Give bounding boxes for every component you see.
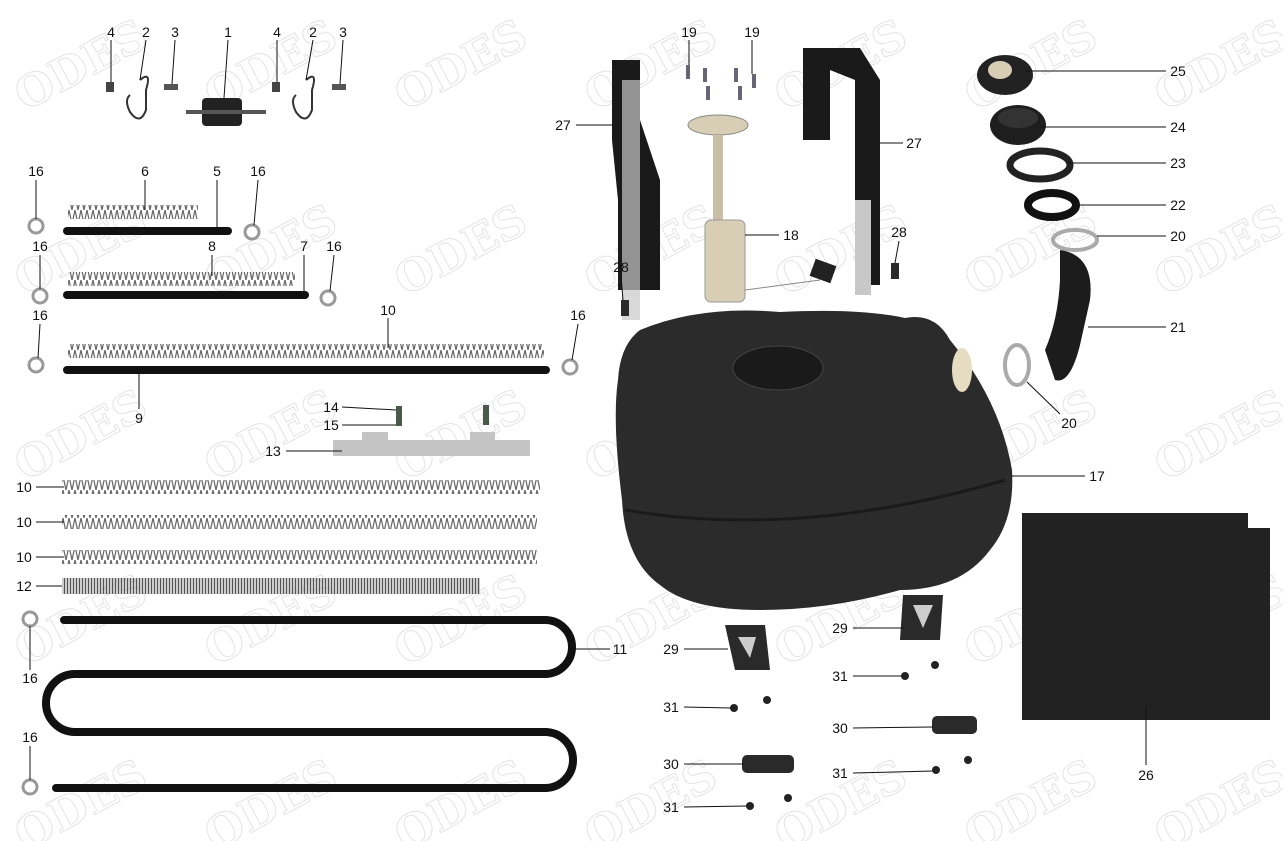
callout-9: 9 [135, 410, 143, 426]
callout-1: 1 [224, 24, 232, 40]
spring-10-d [62, 550, 537, 564]
lock-ring-23 [1006, 147, 1074, 183]
foam-pad-26 [1022, 513, 1270, 720]
callout-25: 25 [1170, 63, 1186, 79]
callout-23: 23 [1170, 155, 1186, 171]
hose-clamps-16 [21, 217, 579, 796]
seal-ring-22 [1024, 189, 1080, 221]
callout-6: 6 [141, 163, 149, 179]
spring-10-a [68, 344, 544, 358]
bolts-31 [730, 661, 972, 810]
fuel-tank-17 [615, 310, 1013, 610]
bolt-28a [621, 300, 629, 316]
pad-30a [742, 755, 794, 773]
callout-10: 10 [16, 479, 32, 495]
callout-16: 16 [28, 163, 44, 179]
bolt-3a [164, 84, 178, 90]
callout-10: 10 [380, 302, 396, 318]
callout-16: 16 [326, 238, 342, 254]
bolt-3b [332, 84, 346, 90]
callout-31: 31 [832, 765, 848, 781]
callout-19: 19 [681, 24, 697, 40]
hose-11 [42, 616, 577, 792]
callout-16: 16 [22, 729, 38, 745]
callout-5: 5 [213, 163, 221, 179]
callout-10: 10 [16, 549, 32, 565]
callout-31: 31 [663, 799, 679, 815]
spring-10-b [62, 480, 540, 494]
filler-neck-24 [990, 105, 1046, 145]
callout-4: 4 [107, 24, 115, 40]
callout-11: 11 [612, 641, 628, 657]
fuel-pump-18 [687, 114, 837, 303]
leader-lines [29, 39, 1166, 808]
callout-15: 15 [323, 417, 339, 433]
pad-30b [932, 716, 977, 734]
callout-2: 2 [309, 24, 317, 40]
callout-18: 18 [783, 227, 799, 243]
screw-4a [106, 82, 114, 92]
filler-cap-25 [977, 55, 1033, 95]
callout-29: 29 [832, 620, 848, 636]
callout-31: 31 [832, 668, 848, 684]
callout-10: 10 [16, 514, 32, 530]
clamp-20-bottom [1003, 343, 1031, 387]
callout-24: 24 [1170, 119, 1186, 135]
callout-22: 22 [1170, 197, 1186, 213]
clamp-20-top [1051, 228, 1099, 252]
spring-6 [68, 205, 198, 219]
callout-26: 26 [1138, 767, 1154, 783]
callout-3: 3 [339, 24, 347, 40]
callout-17: 17 [1089, 468, 1105, 484]
spring-12 [62, 578, 480, 594]
callout-16: 16 [570, 307, 586, 323]
callout-30: 30 [832, 720, 848, 736]
bolts-19 [686, 65, 756, 100]
callout-16: 16 [32, 307, 48, 323]
callout-28: 28 [891, 224, 907, 240]
callout-27: 27 [906, 135, 922, 151]
callout-31: 31 [663, 699, 679, 715]
callout-29: 29 [663, 641, 679, 657]
callout-2: 2 [142, 24, 150, 40]
callout-20: 20 [1170, 228, 1186, 244]
callout-28: 28 [613, 259, 629, 275]
fuel-filter [186, 98, 266, 126]
pipe-clip-2b [292, 75, 315, 120]
pipe-clip-2a [126, 75, 149, 120]
screw-4b [272, 82, 280, 92]
callout-21: 21 [1170, 319, 1186, 335]
callout-16: 16 [250, 163, 266, 179]
callout-16: 16 [32, 238, 48, 254]
bolt-28b [891, 263, 899, 279]
callout-19: 19 [744, 24, 760, 40]
spring-10-c [62, 515, 537, 529]
callout-13: 13 [265, 443, 281, 459]
callout-7: 7 [300, 238, 308, 254]
callout-20: 20 [1061, 415, 1077, 431]
filler-hose-21 [1045, 250, 1091, 381]
spring-8 [68, 272, 295, 286]
callout-12: 12 [16, 578, 32, 594]
callout-16: 16 [22, 670, 38, 686]
callout-27: 27 [555, 117, 571, 133]
callout-3: 3 [171, 24, 179, 40]
callout-8: 8 [208, 238, 216, 254]
callout-14: 14 [323, 399, 339, 415]
callout-4: 4 [273, 24, 281, 40]
bracket-13 [333, 432, 530, 456]
callout-30: 30 [663, 756, 679, 772]
